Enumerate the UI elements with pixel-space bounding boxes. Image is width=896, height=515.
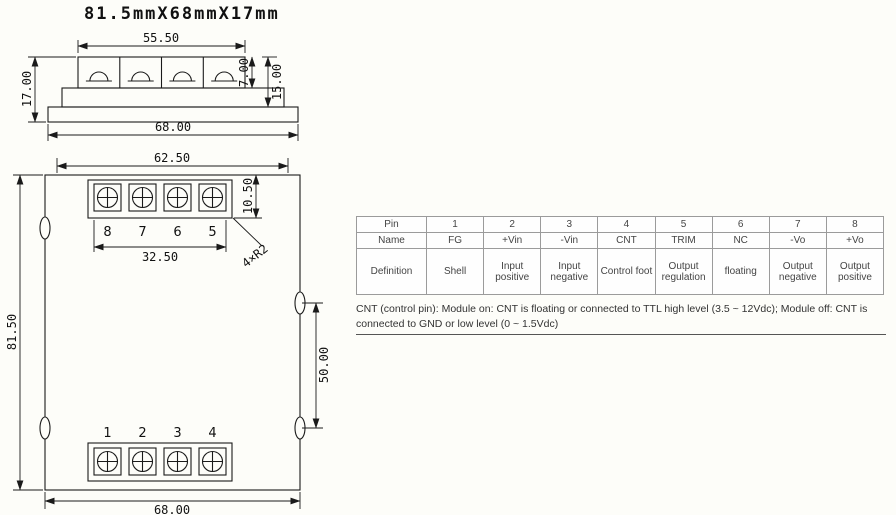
radius-label: 4×R2 xyxy=(239,242,270,271)
pin-definition-cell: Shell xyxy=(425,248,485,295)
pin-number-cell: 3 xyxy=(540,216,599,233)
dim-label: 68.00 xyxy=(154,503,190,515)
pin-definition-table: Pin 1 2 3 4 5 6 7 8 Name FG +Vin -Vin CN… xyxy=(356,216,885,295)
pin-number-cell: 5 xyxy=(654,216,713,233)
side-case-body xyxy=(61,87,285,108)
pin-name-cell: TRIM xyxy=(654,232,713,249)
dim-terminal-offset: 10.50 xyxy=(234,174,262,219)
terminal-clamp-icon xyxy=(210,71,238,82)
pin-definition-panel: Pin 1 2 3 4 5 6 7 8 Name FG +Vin -Vin CN… xyxy=(356,216,886,336)
screw-terminal-icon xyxy=(163,447,192,476)
dim-label: 50.00 xyxy=(317,347,331,383)
pin-name-cell: +Vin xyxy=(483,232,542,249)
pin-number-label: 8 xyxy=(103,225,111,240)
pin-number-cell: 4 xyxy=(597,216,656,233)
top-terminal-block xyxy=(87,179,233,219)
dim-bottom-total-width: 68.00 xyxy=(44,492,301,515)
terminal-clamp-icon xyxy=(85,71,113,82)
table-row-name: Name FG +Vin -Vin CNT TRIM NC -Vo +Vo xyxy=(356,232,885,249)
bottom-terminal-block xyxy=(87,442,233,482)
pin-number-cell: 2 xyxy=(483,216,542,233)
pin-number-cell: 7 xyxy=(768,216,827,233)
pin-name-cell: -Vo xyxy=(768,232,827,249)
pin-name-cell: NC xyxy=(711,232,770,249)
mechanical-drawing: 55.50 7.00 15.00 17.00 68.00 xyxy=(5,31,331,515)
dim-ear-span: 50.00 xyxy=(302,302,331,429)
pin-number-label: 5 xyxy=(208,225,216,240)
dim-side-case-height: 15.00 xyxy=(262,56,286,108)
pin-definition-cell: Output positive xyxy=(825,248,885,295)
pin-number-cell: 6 xyxy=(711,216,770,233)
pin-number-label: 1 xyxy=(103,426,111,441)
pin-definition-cell: Input positive xyxy=(483,248,542,295)
dim-label: 62.50 xyxy=(154,151,190,165)
dim-label: 68.00 xyxy=(155,120,191,134)
side-base-flange xyxy=(47,106,299,123)
terminal-clamp-icon xyxy=(168,71,196,82)
screw-terminal-icon xyxy=(198,183,227,212)
top-view-outline xyxy=(44,174,301,491)
pin-definition-cell: Output negative xyxy=(768,248,827,295)
pin-definition-cell: Input negative xyxy=(540,248,599,295)
dim-side-total-height: 17.00 xyxy=(20,56,76,123)
pin-number-label: 2 xyxy=(138,426,146,441)
dim-terminal-span: 32.50 xyxy=(93,220,227,264)
pin-definition-cell: Output regulation xyxy=(654,248,713,295)
side-view: 55.50 7.00 15.00 17.00 68.00 xyxy=(20,31,299,141)
pin-number-label: 3 xyxy=(173,426,181,441)
pin-name-cell: CNT xyxy=(597,232,656,249)
screw-terminal-icon xyxy=(198,447,227,476)
dim-top-width: 62.50 xyxy=(56,151,289,173)
dim-label: 32.50 xyxy=(142,250,178,264)
dim-label: 81.50 xyxy=(5,314,19,350)
terminal-clamp-icon xyxy=(127,71,155,82)
cnt-control-pin-note: CNT (control pin): Module on: CNT is flo… xyxy=(356,302,886,336)
pin-name-cell: +Vo xyxy=(825,232,885,249)
dim-total-height: 81.50 xyxy=(5,174,43,491)
table-row-pin: Pin 1 2 3 4 5 6 7 8 xyxy=(356,216,885,233)
mounting-ear xyxy=(39,416,51,440)
dim-side-total-width: 68.00 xyxy=(47,120,299,141)
pin-name-cell: FG xyxy=(425,232,485,249)
pin-number-cell: 8 xyxy=(825,216,885,233)
screw-terminal-icon xyxy=(163,183,192,212)
dim-label: 10.50 xyxy=(241,178,255,214)
dim-label: 15.00 xyxy=(270,64,284,100)
pin-number-label: 6 xyxy=(173,225,181,240)
pin-definition-cell: floating xyxy=(711,248,770,295)
screw-terminal-icon xyxy=(128,447,157,476)
corner-radius-callout: 4×R2 xyxy=(232,217,271,271)
pin-number-label: 4 xyxy=(208,426,216,441)
pin-number-label: 7 xyxy=(138,225,146,240)
dim-side-terminal-height: 7.00 xyxy=(237,56,259,89)
mounting-ear xyxy=(39,216,51,240)
top-view: 8 7 6 5 1 2 3 4 62.50 10.50 32.50 xyxy=(5,151,331,515)
row-label-definition: Definition xyxy=(356,248,427,295)
dim-side-terminal-width: 55.50 xyxy=(77,31,246,53)
page-title-dimensions: 81.5mmX68mmX17mm xyxy=(84,4,280,24)
dim-label: 55.50 xyxy=(143,31,179,45)
dim-label: 17.00 xyxy=(20,71,34,107)
table-row-definition: Definition Shell Input positive Input ne… xyxy=(356,248,885,295)
pin-number-cell: 1 xyxy=(425,216,485,233)
dim-label: 7.00 xyxy=(237,58,251,87)
screw-terminal-icon xyxy=(93,183,122,212)
pin-name-cell: -Vin xyxy=(540,232,599,249)
screw-terminal-icon xyxy=(93,447,122,476)
pin-definition-cell: Control foot xyxy=(597,248,656,295)
screw-terminal-icon xyxy=(128,183,157,212)
row-label-pin: Pin xyxy=(356,216,427,233)
row-label-name: Name xyxy=(356,232,427,249)
